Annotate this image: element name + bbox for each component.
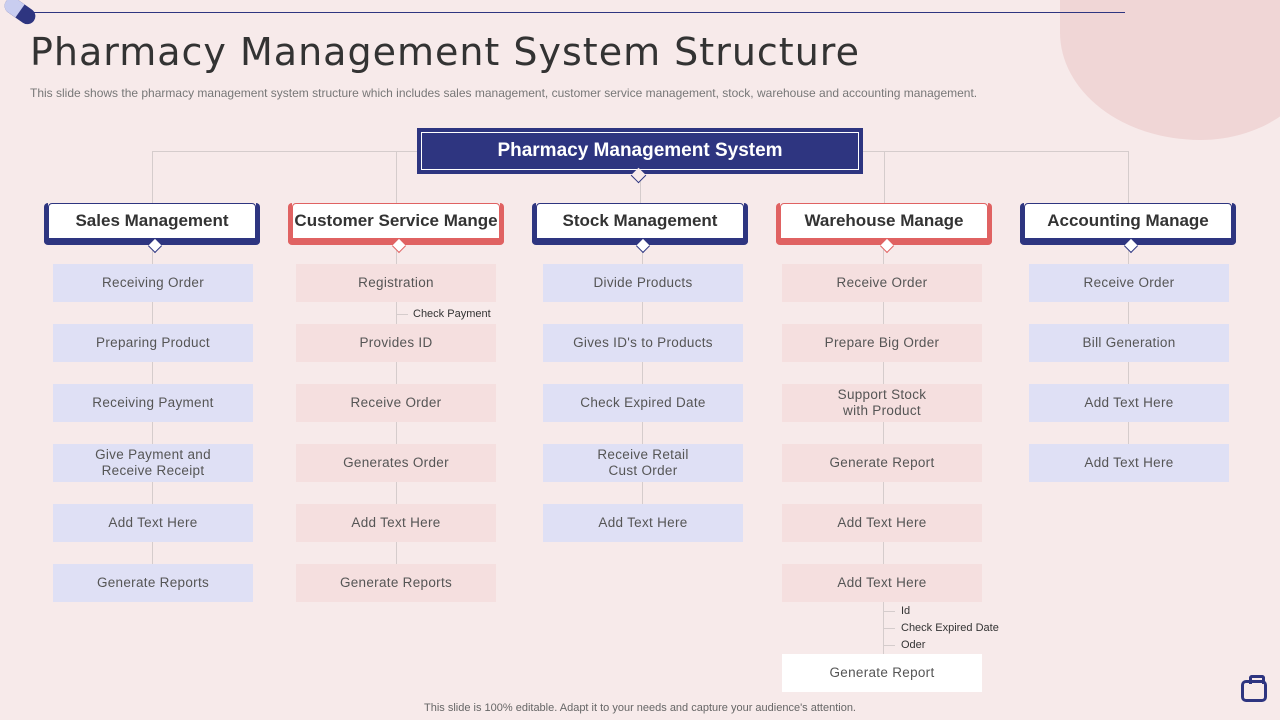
node-box: Give Payment and Receive Receipt	[53, 444, 253, 482]
page-subtitle: This slide shows the pharmacy management…	[30, 86, 978, 100]
header-sales: Sales Management	[44, 203, 260, 254]
node-box: Receive Order	[296, 384, 496, 422]
node-box: Add Text Here	[543, 504, 743, 542]
briefcase-icon	[1241, 675, 1267, 702]
node-box: Generate Reports	[53, 564, 253, 602]
header-stock: Stock Management	[532, 203, 748, 254]
note-label: Check Payment	[413, 308, 491, 320]
node-box: Generate Report	[782, 444, 982, 482]
node-box: Receive Order	[1029, 264, 1229, 302]
footer-text: This slide is 100% editable. Adapt it to…	[424, 702, 856, 714]
note-label: Oder	[901, 639, 926, 651]
connector-v-1	[152, 151, 153, 203]
note-label: Id	[901, 605, 911, 617]
header-label: Warehouse Manage	[780, 203, 988, 239]
node-box: Add Text Here	[782, 504, 982, 542]
header-accounting: Accounting Manage	[1020, 203, 1236, 254]
node-box: Add Text Here	[53, 504, 253, 542]
header-caret	[1123, 238, 1139, 254]
header-label: Accounting Manage	[1024, 203, 1232, 239]
connector-v-2	[396, 151, 397, 203]
header-caret	[147, 238, 163, 254]
note-tick	[883, 645, 895, 646]
note-tick	[396, 314, 408, 315]
header-label: Stock Management	[536, 203, 744, 239]
node-box: Prepare Big Order	[782, 324, 982, 362]
node-box: Add Text Here	[296, 504, 496, 542]
node-box: Receive Order	[782, 264, 982, 302]
node-box: Gives ID's to Products	[543, 324, 743, 362]
node-box: Add Text Here	[1029, 444, 1229, 482]
node-box: Divide Products	[543, 264, 743, 302]
node-box: Support Stock with Product	[782, 384, 982, 422]
header-warehouse: Warehouse Manage	[776, 203, 992, 254]
corner-decoration	[1060, 0, 1280, 140]
node-box: Generates Order	[296, 444, 496, 482]
node-box-final: Generate Report	[782, 654, 982, 692]
root-caret	[630, 167, 647, 184]
header-label: Customer Service Mange	[292, 203, 500, 239]
root-node: Pharmacy Management System	[417, 128, 863, 184]
node-box: Add Text Here	[782, 564, 982, 602]
pill-icon	[1, 0, 39, 28]
connector-v-5	[1128, 151, 1129, 203]
node-box: Check Expired Date	[543, 384, 743, 422]
node-box: Provides ID	[296, 324, 496, 362]
connector-v-4	[884, 151, 885, 203]
node-box: Bill Generation	[1029, 324, 1229, 362]
node-box: Add Text Here	[1029, 384, 1229, 422]
header-customer-service: Customer Service Mange	[288, 203, 504, 254]
note-tick	[883, 611, 895, 612]
node-box: Receiving Order	[53, 264, 253, 302]
root-label: Pharmacy Management System	[421, 132, 859, 170]
node-box: Preparing Product	[53, 324, 253, 362]
page-title: Pharmacy Management System Structure	[30, 30, 860, 74]
header-caret	[635, 238, 651, 254]
node-box: Receiving Payment	[53, 384, 253, 422]
top-rule	[30, 12, 1125, 13]
node-box: Receive Retail Cust Order	[543, 444, 743, 482]
connector-v-3	[640, 174, 641, 203]
note-tick	[883, 628, 895, 629]
node-box: Registration	[296, 264, 496, 302]
node-box: Generate Reports	[296, 564, 496, 602]
note-label: Check Expired Date	[901, 622, 999, 634]
header-label: Sales Management	[48, 203, 256, 239]
header-caret	[391, 238, 407, 254]
